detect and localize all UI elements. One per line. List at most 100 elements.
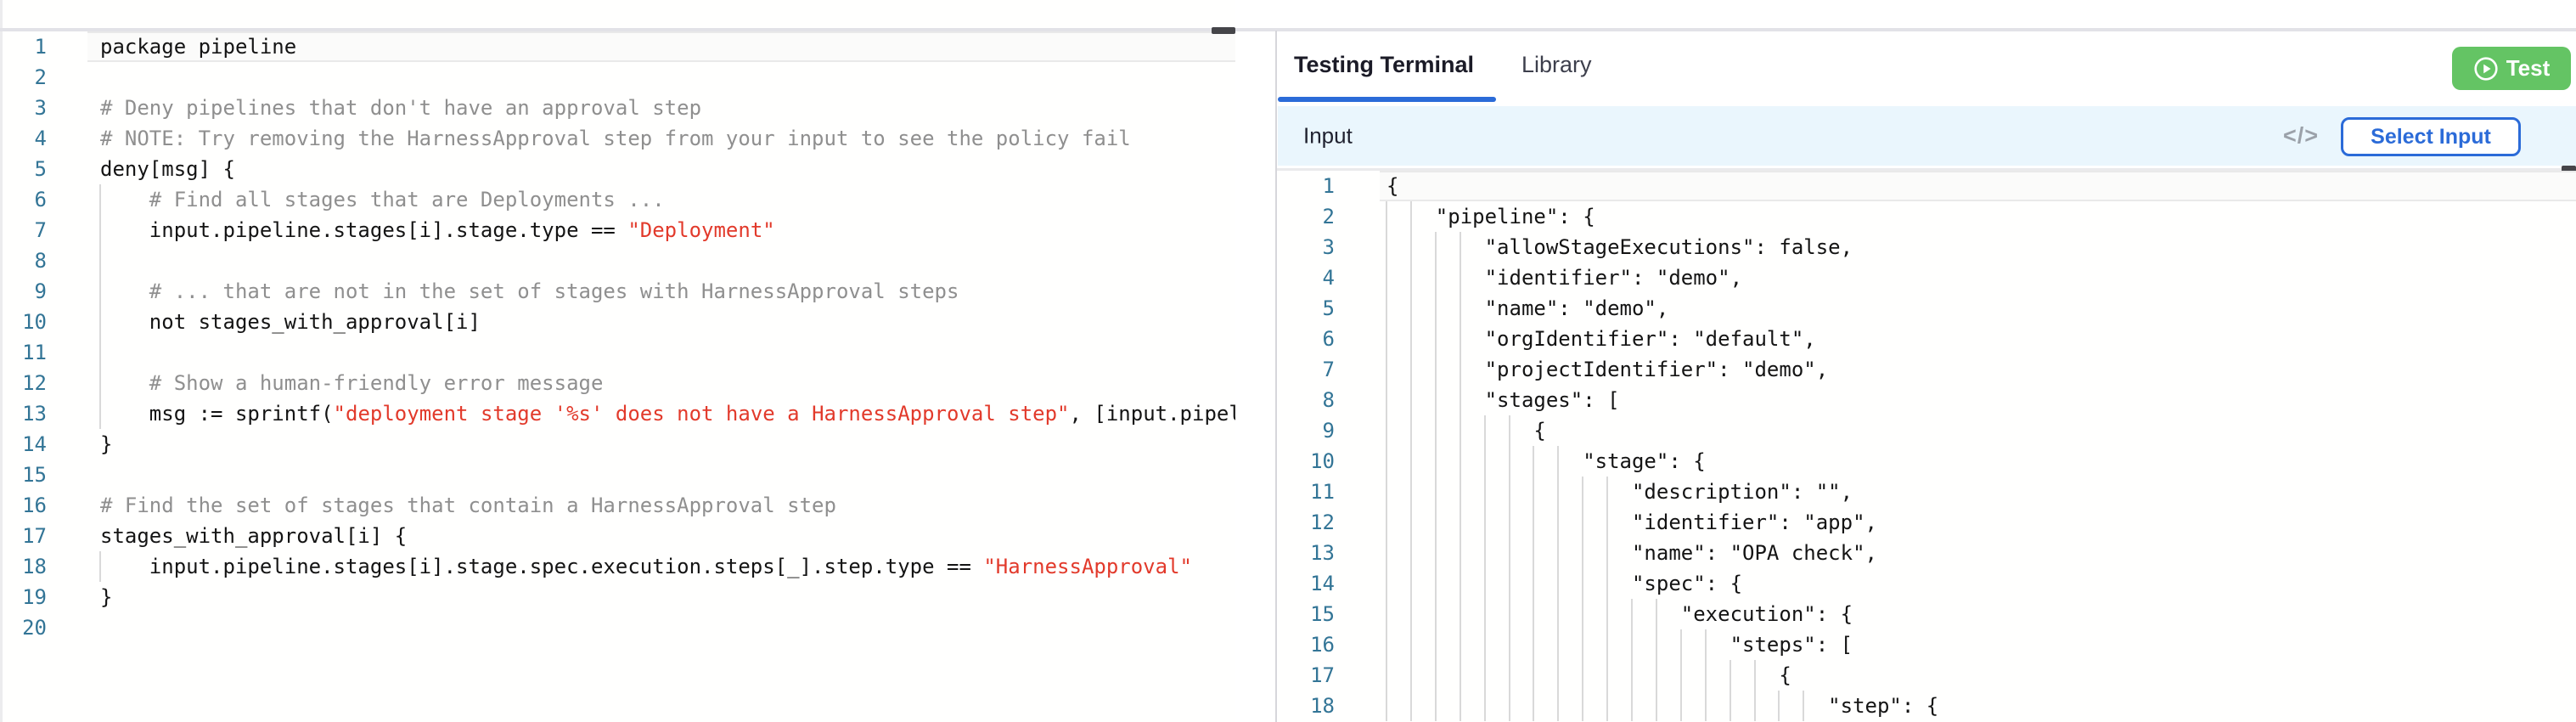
code-line[interactable]: 15 "execution": { (1278, 599, 2576, 629)
indent-guide (1557, 599, 1560, 629)
code-text: # Deny pipelines that don't have an appr… (100, 96, 702, 120)
input-json-editor[interactable]: 1{2 "pipeline": {3 "allowStageExecutions… (1278, 171, 2576, 722)
indent-guide (1533, 477, 1535, 507)
indent-guide (1508, 691, 1510, 721)
code-line[interactable]: 1{ (1278, 171, 2576, 201)
indent-guide (1409, 262, 1412, 293)
code-line[interactable]: 8 "stages": [ (1278, 385, 2576, 415)
input-minimize-handle[interactable] (2562, 166, 2576, 172)
indent-guide (1655, 691, 1657, 721)
indent-guide (1409, 324, 1412, 354)
indent-guide (1557, 538, 1560, 568)
code-text (100, 337, 149, 368)
code-line[interactable]: 18 input.pipeline.stages[i].stage.spec.e… (3, 551, 1235, 582)
code-line[interactable]: 5 "name": "demo", (1278, 293, 2576, 324)
code-text: input.pipeline.stages[i].stage.spec.exec… (149, 555, 1192, 578)
code-text: { (1779, 663, 1791, 687)
code-line[interactable]: 11 "description": "", (1278, 477, 2576, 507)
code-line[interactable]: 11 (3, 337, 1235, 368)
code-line[interactable]: 10 "stage": { (1278, 446, 2576, 477)
code-line[interactable]: 2 "pipeline": { (1278, 201, 2576, 232)
indent-guide (1409, 629, 1412, 660)
code-line[interactable]: 6 # Find all stages that are Deployments… (3, 184, 1235, 215)
indent-guide (1483, 415, 1486, 446)
test-button[interactable]: Test (2452, 47, 2571, 90)
indent-guide (1483, 660, 1486, 691)
indent-guide (1459, 415, 1461, 446)
code-line[interactable]: 10 not stages_with_approval[i] (3, 307, 1235, 337)
indent-guide (1386, 660, 1387, 691)
indent-guide (1704, 629, 1707, 660)
input-section-header: Input </> Select Input (1278, 106, 2576, 166)
indent-guide (1582, 568, 1584, 599)
line-number: 12 (1310, 510, 1335, 534)
indent-guide (1409, 446, 1412, 477)
line-number: 18 (22, 555, 47, 578)
code-line[interactable]: 13 "name": "OPA check", (1278, 538, 2576, 568)
code-text: # NOTE: Try removing the HarnessApproval… (100, 127, 1131, 150)
code-line[interactable]: 2 (3, 62, 1235, 93)
code-line[interactable]: 9 # ... that are not in the set of stage… (3, 276, 1235, 307)
code-line[interactable]: 4# NOTE: Try removing the HarnessApprova… (3, 123, 1235, 154)
indent-guide (1386, 385, 1387, 415)
code-line[interactable]: 17 { (1278, 660, 2576, 691)
indent-guide (1459, 446, 1461, 477)
code-line[interactable]: 15 (3, 460, 1235, 490)
code-line[interactable]: 12 "identifier": "app", (1278, 507, 2576, 538)
code-line[interactable]: 16 "steps": [ (1278, 629, 2576, 660)
line-number: 10 (1310, 449, 1335, 473)
code-line[interactable]: 9 { (1278, 415, 2576, 446)
indent-guide (1386, 629, 1387, 660)
code-line[interactable]: 13 msg := sprintf("deployment stage '%s'… (3, 398, 1235, 429)
code-line[interactable]: 18 "step": { (1278, 691, 2576, 721)
code-line[interactable]: 4 "identifier": "demo", (1278, 262, 2576, 293)
line-number: 6 (34, 188, 47, 212)
indent-guide (1434, 262, 1437, 293)
code-line[interactable]: 19} (3, 582, 1235, 612)
code-line[interactable]: 14} (3, 429, 1235, 460)
tab-library[interactable]: Library (1521, 51, 1592, 77)
line-number: 13 (1310, 541, 1335, 565)
indent-guide (1434, 293, 1437, 324)
indent-guide (1803, 691, 1805, 721)
code-line[interactable]: 20 (3, 612, 1235, 643)
indent-guide (1557, 660, 1560, 691)
indent-guide (1557, 568, 1560, 599)
code-line[interactable]: 14 "spec": { (1278, 568, 2576, 599)
indent-guide (1386, 354, 1387, 385)
indent-guide (1434, 385, 1437, 415)
active-tab-underline (1278, 97, 1496, 102)
code-line[interactable]: 12 # Show a human-friendly error message (3, 368, 1235, 398)
panel-divider (1275, 31, 1277, 722)
line-number: 9 (1322, 419, 1335, 443)
line-number: 2 (34, 65, 47, 89)
indent-guide (99, 368, 101, 398)
select-input-button[interactable]: Select Input (2341, 117, 2521, 156)
indent-guide (1606, 691, 1609, 721)
code-text (100, 245, 149, 276)
code-text: msg := sprintf("deployment stage '%s' do… (149, 402, 1235, 426)
code-line[interactable]: 6 "orgIdentifier": "default", (1278, 324, 2576, 354)
input-section-title: Input (1303, 122, 1353, 149)
indent-guide (1753, 691, 1756, 721)
line-number: 7 (1322, 358, 1335, 381)
code-line[interactable]: 7 input.pipeline.stages[i].stage.type ==… (3, 215, 1235, 245)
indent-guide (1409, 385, 1412, 415)
editor-minimize-handle[interactable] (1212, 27, 1235, 34)
tab-testing-terminal[interactable]: Testing Terminal (1294, 51, 1475, 77)
code-line[interactable]: 3 "allowStageExecutions": false, (1278, 232, 2576, 262)
indent-guide (1606, 538, 1609, 568)
code-line[interactable]: 8 (3, 245, 1235, 276)
code-line[interactable]: 16# Find the set of stages that contain … (3, 490, 1235, 521)
indent-guide (1459, 660, 1461, 691)
code-text: "stages": [ (1484, 388, 1620, 412)
indent-guide (1679, 691, 1682, 721)
code-line[interactable]: 7 "projectIdentifier": "demo", (1278, 354, 2576, 385)
code-line[interactable]: 3# Deny pipelines that don't have an app… (3, 93, 1235, 123)
code-icon[interactable]: </> (2283, 122, 2320, 149)
indent-guide (1409, 415, 1412, 446)
